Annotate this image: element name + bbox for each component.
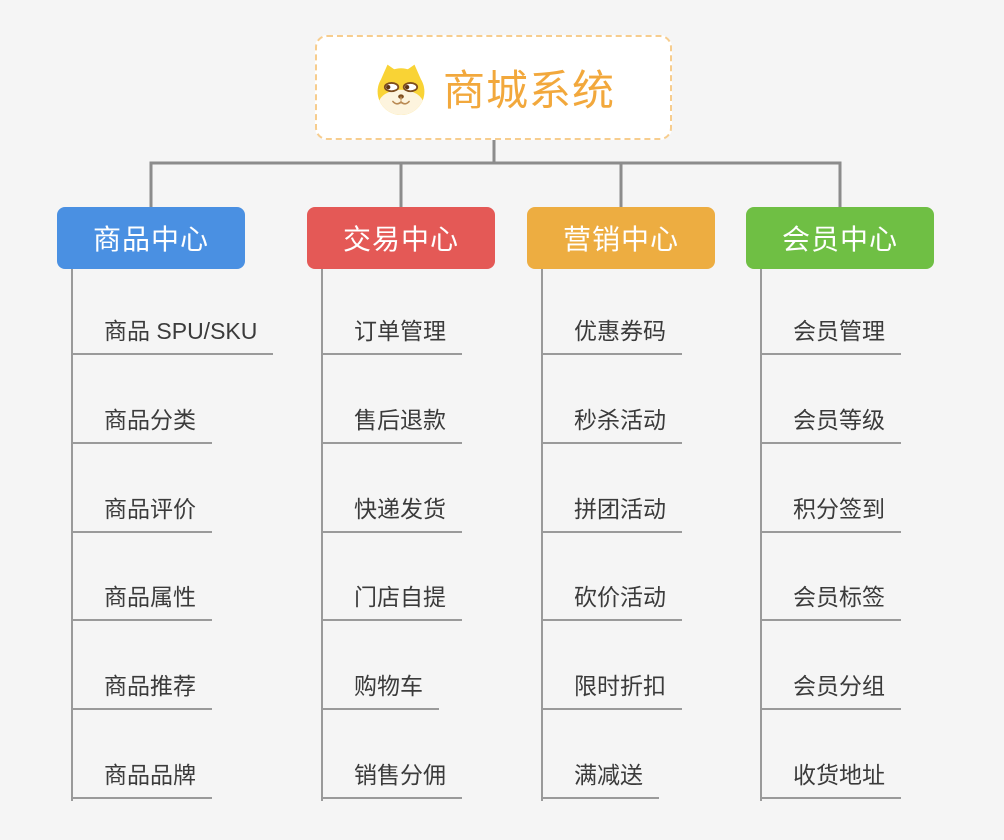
mindmap-item[interactable]: 商品分类 [72, 404, 212, 444]
branch-label: 会员中心 [781, 224, 898, 255]
mindmap-item[interactable]: 收货地址 [761, 759, 901, 799]
branch-rail-goods [71, 269, 73, 801]
mindmap-item[interactable]: 优惠券码 [542, 315, 682, 355]
mindmap-item[interactable]: 满减送 [542, 759, 659, 799]
mindmap-item[interactable]: 会员标签 [761, 581, 901, 621]
mindmap-item[interactable]: 商品评价 [72, 493, 212, 533]
branch-rail-marketing [541, 269, 543, 801]
branch-label: 营销中心 [562, 224, 679, 255]
mindmap-item[interactable]: 商品推荐 [72, 670, 212, 710]
branch-node-trade[interactable]: 交易中心 [307, 207, 495, 269]
root-title: 商城系统 [442, 67, 615, 114]
mindmap-item[interactable]: 限时折扣 [542, 670, 682, 710]
shiba-dog-icon [377, 64, 425, 115]
mindmap-item[interactable]: 售后退款 [322, 404, 462, 444]
mindmap-item[interactable]: 砍价活动 [542, 581, 682, 621]
branch-node-goods[interactable]: 商品中心 [57, 207, 245, 269]
branch-node-member[interactable]: 会员中心 [746, 207, 934, 269]
branch-rail-member [760, 269, 762, 801]
mindmap-item[interactable]: 会员等级 [761, 404, 901, 444]
mindmap-item[interactable]: 销售分佣 [322, 759, 462, 799]
mindmap-item[interactable]: 门店自提 [322, 581, 462, 621]
mindmap-item[interactable]: 拼团活动 [542, 493, 682, 533]
mindmap-item[interactable]: 商品属性 [72, 581, 212, 621]
mindmap-item[interactable]: 快递发货 [322, 493, 462, 533]
branch-node-marketing[interactable]: 营销中心 [527, 207, 715, 269]
mindmap-item[interactable]: 会员管理 [761, 315, 901, 355]
mindmap-item[interactable]: 会员分组 [761, 670, 901, 710]
branch-label: 商品中心 [92, 224, 209, 255]
mindmap-item[interactable]: 订单管理 [322, 315, 462, 355]
root-node[interactable]: 商城系统 [315, 35, 672, 140]
branch-rail-trade [321, 269, 323, 801]
mindmap-item[interactable]: 购物车 [322, 670, 439, 710]
mindmap-item[interactable]: 秒杀活动 [542, 404, 682, 444]
mindmap-item[interactable]: 商品 SPU/SKU [72, 315, 274, 355]
mindmap-item[interactable]: 商品品牌 [72, 759, 212, 799]
mindmap-item[interactable]: 积分签到 [761, 493, 901, 533]
branch-label: 交易中心 [342, 224, 459, 255]
